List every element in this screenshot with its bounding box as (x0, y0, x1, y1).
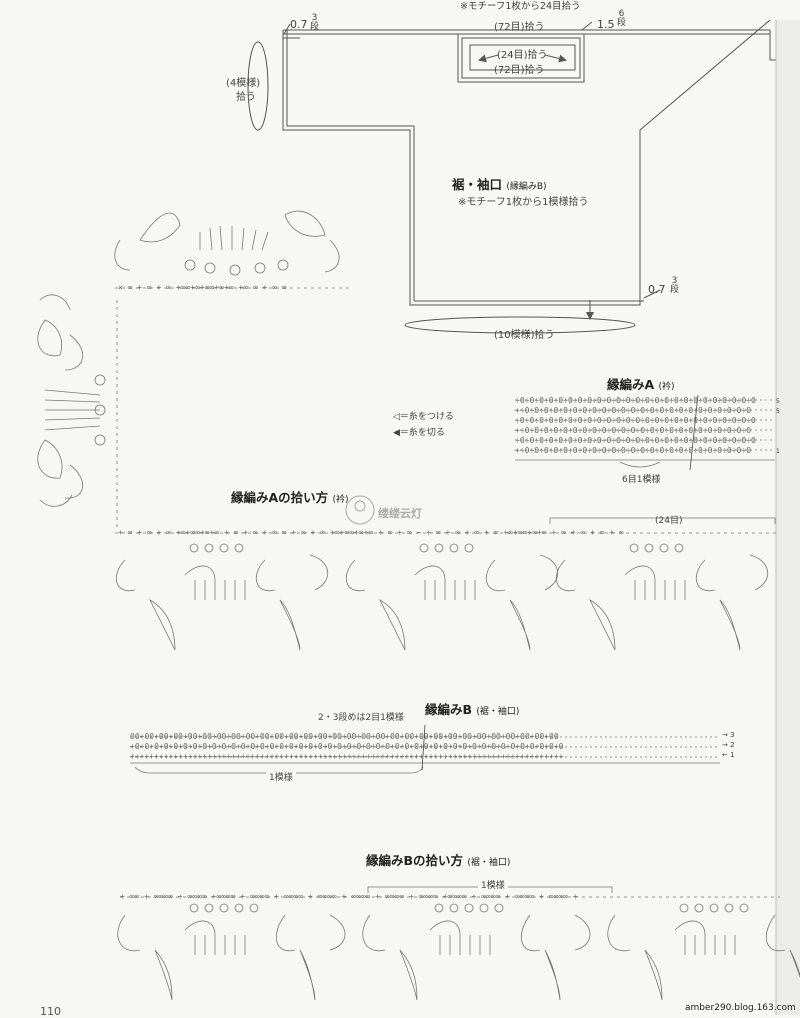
pick-b-chart (117, 886, 800, 1001)
hem-title-text: 裾・袖口 (452, 177, 503, 192)
edge-a-title: 縁編みA (衿) (607, 374, 675, 393)
pick-b-title: 縁編みBの拾い方 (裾・袖口) (366, 850, 510, 869)
edge-a-row-6: ÷0÷0÷0÷0÷0÷0÷0÷0÷0÷0÷0÷0÷0÷0÷0÷0÷0÷0÷0÷0… (515, 396, 756, 405)
edge-a-row-number-bottom: 1 (776, 448, 780, 455)
edge-b-title-note: (裾・袖口) (476, 707, 520, 717)
watermark-text: 缕缕云灯 (378, 507, 422, 520)
edge-b-row-2: +0+0+0+0+0+0+0+0+0+0+0+0+0+0+0+0+0+0+0+0… (130, 742, 564, 751)
pick-4-label-line1: (4模様) (226, 78, 261, 89)
pick-24-label: (24目)拾う (497, 50, 548, 61)
edge-a-row-3: +÷0÷0÷0÷0÷0÷0÷0÷0÷0÷0÷0÷0÷0÷0÷0÷0÷0÷0÷0÷… (515, 426, 752, 435)
legend-attach: ◁＝糸をつける (393, 409, 454, 422)
pick-a-chart (115, 517, 780, 651)
hem-pick-label: (10模様)拾う (494, 330, 555, 341)
corner-motif-diagram (37, 210, 350, 530)
left-depth-label: 0.7 (290, 18, 308, 31)
cut-yarn-icon: ◀ (393, 428, 400, 438)
edge-b-row-number-2: → 2 (722, 741, 735, 749)
pick-a-chain-row: + ∞ + ∞ + ∞ +∞+∞∞+∞+∞ + ∞ + ∞ + ∞ ∞ + ∞ … (118, 528, 624, 537)
edge-b-row-number-3-text: 3 (730, 731, 735, 739)
hem-note: ※モチーフ1枚から1模様拾う (458, 197, 589, 208)
edge-a-row-2: ÷0÷0÷0÷0÷0÷0÷0÷0÷0÷0÷0÷0÷0÷0÷0÷0÷0÷0÷0÷0… (515, 436, 756, 445)
edge-b-repeat-label: 1模様 (266, 770, 296, 783)
pick-4-label-line2: 拾う (236, 92, 256, 103)
edge-b-title-text: 縁編みB (425, 702, 473, 717)
pick-72-top-label: (72目)拾う (494, 22, 545, 33)
edge-b-row-number-1-text: 1 (730, 751, 735, 759)
edge-a-row-1: +÷0÷0÷0÷0÷0÷0÷0÷0÷0÷0÷0÷0÷0÷0÷0÷0÷0÷0÷0÷… (515, 446, 752, 455)
edge-b-row-number-2-text: 2 (730, 741, 735, 749)
right-rows-label: 6段 (617, 9, 627, 28)
pick-b-chain-row: + ∞∞ + ∞∞∞∞ + ∞∞∞∞ +∞∞∞∞ + ∞∞∞∞ + ∞∞∞∞ +… (120, 892, 578, 901)
hem-title: 裾・袖口 (縁編みB) (452, 174, 547, 193)
garment-outline (247, 19, 787, 334)
top-note: ※モチーフ1枚から24目拾う (460, 1, 581, 12)
hem-rows-label: 3段 (670, 276, 680, 295)
pick-b-repeat-label: 1模様 (478, 878, 508, 891)
edge-b-note: 2・3段めは2目1模様 (318, 713, 404, 723)
pick-a-title-text: 縁編みAの拾い方 (231, 490, 329, 505)
hem-depth-label: 0.7 (648, 283, 666, 296)
edge-a-repeat-label: 6目1模様 (622, 475, 661, 485)
attach-yarn-icon: ◁ (393, 412, 400, 422)
page-number: 110 (40, 1005, 61, 1018)
edge-b-row-1: ++++++++++++++++++++++++++++++++++++++++… (130, 752, 564, 761)
edge-b-row-3: 00+00+00+00+00+00+00+00+00+00+00+00+00+0… (130, 732, 559, 741)
legend-attach-text: ＝糸をつける (399, 412, 454, 422)
edge-b-row-number-1: ← 1 (722, 751, 735, 759)
edge-b-title: 縁編みB (裾・袖口) (425, 699, 519, 718)
edge-a-row-4: ÷0÷0÷0÷0÷0÷0÷0÷0÷0÷0÷0÷0÷0÷0÷0÷0÷0÷0÷0÷0… (515, 416, 756, 425)
pick-72-bottom-label: (72目)拾う (494, 65, 545, 76)
footer-url: amber290.blog.163.com (685, 1003, 796, 1013)
pick-b-title-text: 縁編みBの拾い方 (366, 853, 464, 868)
pick-a-title: 縁編みAの拾い方 (衿) (231, 487, 349, 506)
legend-cut: ◀＝糸を切る (393, 425, 445, 438)
edge-a-chart (515, 394, 775, 471)
pick-b-title-note: (裾・袖口) (467, 858, 511, 868)
edge-a-row-5: +÷0÷0÷0÷0÷0÷0÷0÷0÷0÷0÷0÷0÷0÷0÷0÷0÷0÷0÷0÷… (515, 406, 752, 415)
edge-a-title-text: 縁編みA (607, 377, 655, 392)
edge-b-chart (130, 724, 720, 774)
pick-a-count-label: (24目) (655, 516, 683, 526)
right-depth-label: 1.5 (597, 18, 615, 31)
left-rows-label: 3段 (310, 13, 320, 32)
watermark-logo (345, 495, 375, 525)
edge-b-row-number-3: → 3 (722, 731, 735, 739)
edge-a-row-number-top: 5 (776, 398, 780, 405)
legend-cut-text: ＝糸を切る (399, 428, 445, 438)
hem-title-note: (縁編みB) (506, 182, 547, 192)
corner-chain-row: × ∞ + ∞ + ∞ +∞∞+∞+∞∞+∞+∞ +∞ ∞ + ∞ ∞ (118, 283, 287, 292)
edge-a-title-note: (衿) (658, 382, 675, 392)
pick-a-title-note: (衿) (332, 495, 349, 505)
edge-a-row-number-mid: 5 (776, 408, 780, 415)
